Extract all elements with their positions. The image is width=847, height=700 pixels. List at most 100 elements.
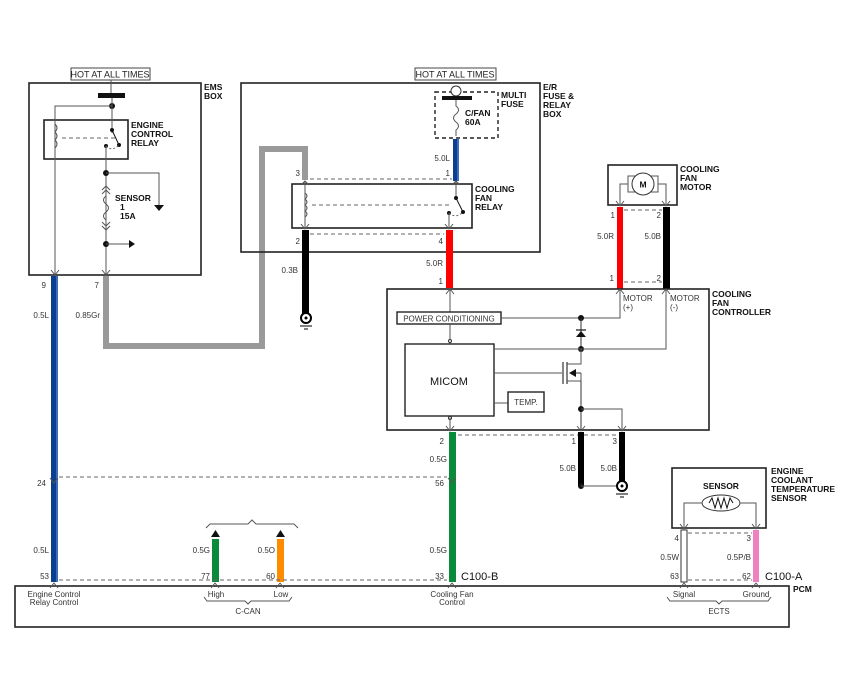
wire-0.5L (51, 276, 58, 582)
er-label-4: BOX (543, 109, 562, 119)
spec-5.0R-a: 5.0R (426, 259, 443, 268)
pin-60: 60 (266, 572, 275, 581)
micom-block (404, 343, 495, 417)
spec-5.0B-b: 5.0B (560, 464, 576, 473)
engine-control-relay (43, 119, 129, 160)
ground-icon-1 (300, 312, 312, 330)
er-label-1: E/R (543, 82, 557, 92)
sensor-fuse-label-2: 1 (120, 202, 125, 212)
ground-icon-2 (616, 480, 628, 498)
arrow-up-icon-1 (211, 530, 220, 537)
pin-1-ctrl: 1 (439, 277, 444, 286)
ecr-label-1: ENGINE (131, 120, 164, 130)
spec-0.5L-b: 0.5L (33, 546, 49, 555)
spec-5.0B-c: 5.0B (601, 464, 617, 473)
wire-0.5G-b (212, 539, 219, 582)
spec-5.0R-b: 5.0R (597, 232, 614, 241)
hot-label-1: HOT AT ALL TIMES (70, 70, 149, 80)
spec-0.5G-b: 0.5G (193, 546, 210, 555)
pcm-signal-label: Signal (673, 590, 695, 599)
micom-label: MICOM (430, 376, 468, 388)
pin-3-relay: 3 (296, 169, 301, 178)
multi-fuse-label-2: FUSE (501, 99, 524, 109)
cfc-label-1: COOLING (712, 289, 752, 299)
ects-label-2: COOLANT (771, 475, 814, 485)
pcm: PCM Engine Control Relay Control High Lo… (14, 582, 812, 628)
wire-5.0B-c (619, 432, 625, 486)
ects-inner-label: SENSOR (703, 481, 739, 491)
sensor-fuse-label-3: 15A (120, 211, 136, 221)
cfr-label-3: RELAY (475, 202, 503, 212)
motor-plus-label-2: (+) (623, 303, 633, 312)
pcm-ects-label: ECTS (708, 607, 729, 616)
ecr-label-3: RELAY (131, 138, 159, 148)
pcm-ccan-label: C-CAN (235, 607, 261, 616)
cooling-fan-motor: COOLING FAN MOTOR M (607, 164, 720, 207)
multi-fuse (434, 91, 499, 139)
splice-24: 24 (37, 479, 46, 488)
pcm-ground-label: Ground (743, 590, 770, 599)
pcm-high-label: High (208, 590, 224, 599)
pin-2-ctrl: 2 (440, 437, 445, 446)
wire-5.0B-b (578, 432, 584, 486)
er-box: HOT AT ALL TIMES E/R FUSE & RELAY BOX MU… (240, 67, 574, 253)
cooling-fan-relay (291, 183, 473, 229)
multi-fuse-label-1: MULTI (501, 90, 526, 100)
wire-0.5O (277, 539, 284, 582)
motor-plus-label-1: MOTOR (623, 294, 653, 303)
connector-c100b: C100-B (461, 571, 498, 583)
bus-bar (98, 93, 125, 98)
cfr-label-2: FAN (475, 193, 492, 203)
engine-coolant-temperature-sensor: ENGINE COOLANT TEMPERATURE SENSOR SENSOR (671, 466, 835, 530)
ecr-label-2: CONTROL (131, 129, 173, 139)
wire-5.0B-a (663, 207, 670, 289)
cfm-label-1: COOLING (680, 164, 720, 174)
motor-minus-label-2: (-) (670, 303, 678, 312)
pcm-cfc-label-2: Control (439, 598, 465, 607)
pin-2-motor: 2 (657, 211, 662, 220)
pin-9: 9 (42, 281, 47, 290)
spec-5.0L: 5.0L (434, 154, 450, 163)
spec-0.5G-a: 0.5G (430, 455, 447, 464)
ects-label-4: SENSOR (771, 493, 807, 503)
cfc-label-3: CONTROLLER (712, 307, 771, 317)
er-label-2: FUSE & (543, 91, 574, 101)
arrow-up-icon-2 (276, 530, 285, 537)
ems-box: HOT AT ALL TIMES EMS BOX ENGINE CONTROL … (28, 67, 223, 276)
arrow-down-icon (154, 205, 164, 211)
cfan-label-1: C/FAN (465, 108, 491, 118)
pin-1-ctrl-motor: 1 (610, 274, 615, 283)
wire-5.0R-a (446, 230, 453, 288)
pin-4-ects: 4 (675, 534, 680, 543)
relay-coil-icon (54, 123, 58, 149)
spec-0.5P-B: 0.5P/B (727, 553, 751, 562)
motor-symbol: M (639, 180, 646, 190)
wire-0.5W (680, 529, 688, 583)
pcm-ecr-label-1: Engine Control (28, 590, 81, 599)
fuse-60a-icon (453, 100, 459, 136)
pin-1-ground: 1 (572, 437, 577, 446)
temp-block (507, 391, 545, 413)
wire-0.85Gr (103, 146, 308, 349)
motor-minus-label-1: MOTOR (670, 294, 700, 303)
pin-77: 77 (201, 572, 210, 581)
spec-0.5O: 0.5O (258, 546, 275, 555)
mosfet-icon (562, 349, 582, 384)
spec-0.3B: 0.3B (282, 266, 298, 275)
relay-coil-icon-2 (304, 192, 308, 218)
pcm-cfc-label-1: Cooling Fan (430, 590, 473, 599)
wire-5.0R-b (617, 207, 623, 289)
power-conditioning-label: POWER CONDITIONING (403, 315, 495, 324)
ems-label-1: EMS (204, 82, 223, 92)
pin-4-relay: 4 (439, 237, 444, 246)
motor-icon (631, 172, 655, 196)
pin-3-ects: 3 (747, 534, 752, 543)
wire-0.5P-B (753, 530, 759, 582)
wire-0.3B (302, 230, 309, 314)
fuse-icon (103, 195, 109, 221)
connector-c100a: C100-A (765, 571, 803, 583)
hot-label-box-2 (414, 67, 497, 81)
ects-label-1: ENGINE (771, 466, 804, 476)
pin-53: 53 (40, 572, 49, 581)
